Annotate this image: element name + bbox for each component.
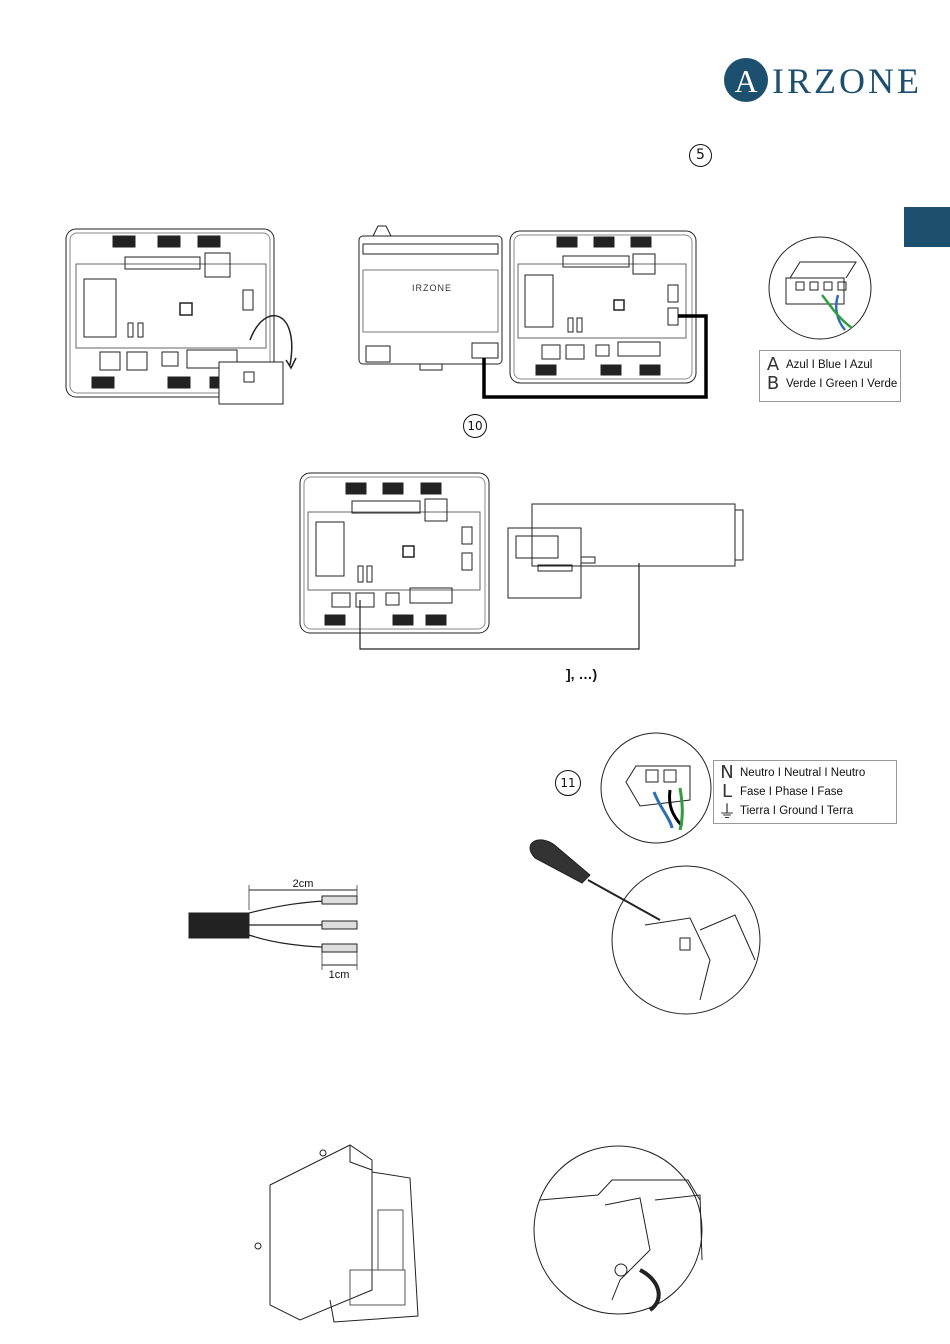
controller-board-3 <box>300 473 489 633</box>
box-closeup <box>534 1146 702 1314</box>
ground-icon: ⏚ <box>714 798 740 824</box>
legend-row-l: L Fase I Phase I Fase <box>714 782 896 801</box>
legend-row-a: A Azul I Blue I Azul <box>760 355 900 374</box>
cable-short-dim-label: 1cm <box>329 969 350 981</box>
bus-terminal-detail <box>769 237 871 339</box>
controller-board-1 <box>66 229 296 404</box>
legend-row-ground: ⏚ Tierra I Ground I Terra <box>714 801 896 820</box>
gateway-logo-text: IRZONE <box>412 283 452 293</box>
screwdriver-closeup <box>530 840 760 1014</box>
power-terminal-detail <box>601 733 711 843</box>
controller-board-2 <box>510 231 696 383</box>
legend-row-n: N Neutro I Neutral I Neutro <box>714 763 896 782</box>
box-assembly <box>255 1145 418 1322</box>
legend-row-b: B Verde I Green I Verde <box>760 374 900 393</box>
cable-strip-diagram <box>189 885 357 970</box>
indoor-unit <box>508 504 743 598</box>
gateway-module <box>359 226 502 370</box>
power-wire-legend: N Neutro I Neutral I Neutro L Fase I Pha… <box>713 760 897 824</box>
cable-long-dim-label: 2cm <box>293 878 314 890</box>
bus-wire-legend: A Azul I Blue I Azul B Verde I Green I V… <box>759 350 901 402</box>
